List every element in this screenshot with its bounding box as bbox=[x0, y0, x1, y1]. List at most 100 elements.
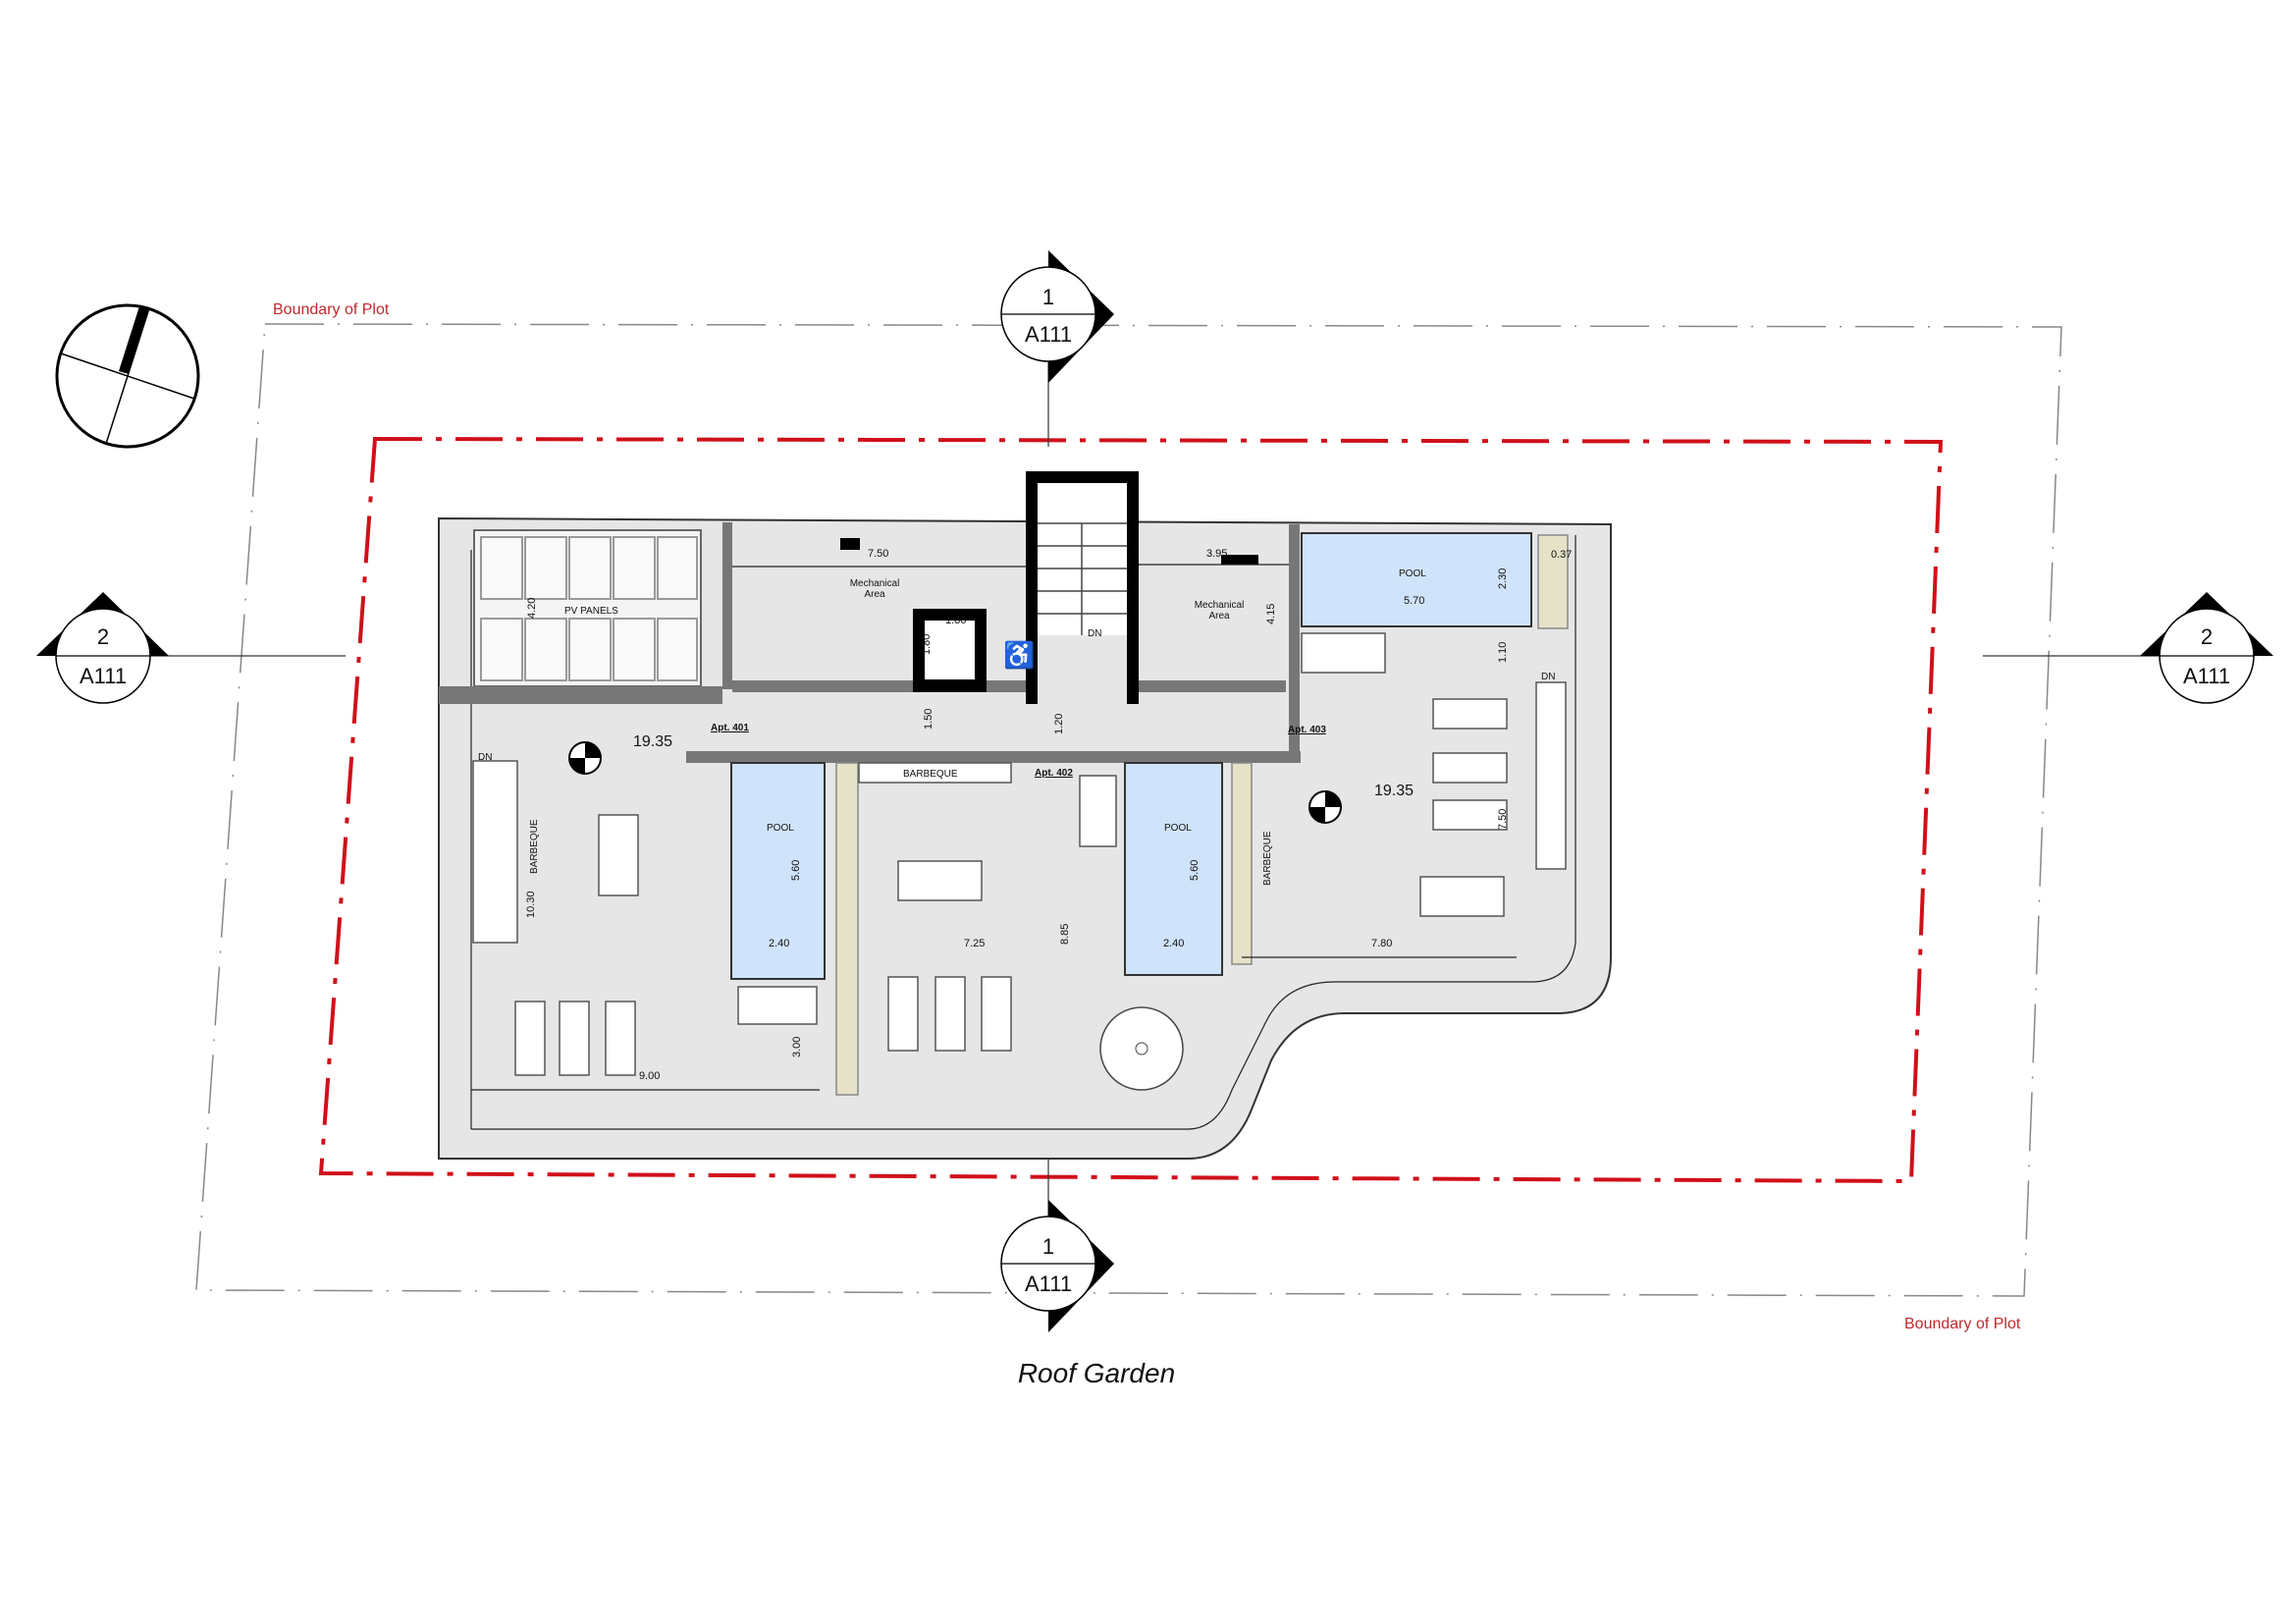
rect-shape bbox=[568, 618, 612, 681]
dimensions-d300: 3.00 bbox=[791, 1037, 803, 1057]
rect-shape bbox=[514, 1001, 546, 1076]
rect-shape bbox=[1289, 524, 1300, 760]
section-marker-top[interactable]: 1 A111 bbox=[1000, 250, 1114, 383]
labels-dn-core: DN bbox=[1088, 628, 1101, 639]
rect-shape bbox=[897, 860, 983, 901]
rect-shape bbox=[840, 538, 860, 550]
rect-shape bbox=[835, 762, 859, 1096]
labels-pool-mid: POOL bbox=[1164, 823, 1192, 834]
rect-shape bbox=[1139, 680, 1286, 692]
rect-shape bbox=[524, 536, 567, 600]
rect-shape bbox=[686, 751, 1301, 763]
labels-mech-area-2-1: Area bbox=[1208, 611, 1230, 622]
dimensions-d415: 4.15 bbox=[1265, 604, 1277, 624]
rect-shape bbox=[1127, 635, 1139, 704]
section-markers-top-sheet: A111 bbox=[1025, 322, 1072, 347]
rect-shape bbox=[1231, 762, 1253, 965]
path-shape bbox=[1309, 791, 1341, 823]
labels-pv-panels: PV PANELS bbox=[564, 606, 618, 617]
rect-shape bbox=[559, 1001, 590, 1076]
rect-shape bbox=[722, 522, 732, 689]
labels-mech-area-1-1: Area bbox=[864, 589, 885, 600]
dimensions-d037: 0.37 bbox=[1551, 549, 1572, 561]
dimensions-d180-v: 1.80 bbox=[921, 634, 933, 655]
apartment-401-label: Apt. 401 bbox=[711, 723, 749, 733]
apartment-403-label: Apt. 403 bbox=[1288, 725, 1326, 735]
labels-pool-left: POOL bbox=[767, 823, 794, 834]
setback-line bbox=[318, 436, 1944, 1184]
pool-top-right: POOL 5.70 2.30 0.37 1.10 bbox=[1301, 532, 1572, 674]
labels-barbeque-right: BARBEQUE bbox=[1262, 831, 1273, 886]
rect-shape bbox=[737, 986, 818, 1025]
rect-shape bbox=[1432, 698, 1508, 730]
section-markers-left-number: 2 bbox=[97, 624, 109, 649]
pool-middle: POOL 5.60 2.40 bbox=[1124, 762, 1223, 976]
dimensions-d570: 5.70 bbox=[1404, 595, 1424, 607]
path-shape bbox=[471, 535, 1576, 1130]
rect-shape bbox=[1221, 555, 1258, 565]
rect-shape bbox=[934, 976, 966, 1052]
dimensions-d560-l: 5.60 bbox=[790, 860, 802, 881]
rect-shape bbox=[1079, 775, 1117, 847]
dimensions-d120: 1.20 bbox=[1053, 714, 1065, 734]
rect-shape bbox=[925, 621, 975, 679]
rect-shape bbox=[657, 618, 698, 681]
section-marker-right[interactable]: 2 A111 bbox=[2140, 592, 2273, 704]
labels-level-left: 19.35 bbox=[633, 733, 672, 750]
rect-shape bbox=[1537, 534, 1569, 629]
dimensions-d395: 3.95 bbox=[1206, 548, 1227, 560]
rect-shape bbox=[887, 976, 919, 1052]
rect-shape bbox=[598, 814, 639, 896]
dimensions-d1030: 10.30 bbox=[525, 891, 537, 918]
dimensions-d150: 1.50 bbox=[923, 709, 934, 730]
section-marker-left[interactable]: 2 A111 bbox=[36, 592, 169, 704]
dimensions-d420: 4.20 bbox=[526, 598, 538, 619]
dimensions-d750-top: 7.50 bbox=[868, 548, 888, 560]
rect-shape bbox=[480, 618, 523, 681]
rect-shape bbox=[605, 1001, 636, 1076]
labels-pool-top: POOL bbox=[1399, 568, 1426, 579]
rect-shape bbox=[439, 686, 722, 704]
dimensions-d885: 8.85 bbox=[1059, 924, 1071, 945]
rect-shape bbox=[1301, 632, 1386, 674]
path-shape bbox=[569, 742, 601, 774]
g-shape bbox=[480, 536, 698, 681]
section-markers-bottom-number: 1 bbox=[1042, 1234, 1054, 1259]
g-shape bbox=[1038, 522, 1127, 635]
north-arrow-icon bbox=[55, 303, 200, 449]
boundary-label-bottom: Boundary of Plot bbox=[1904, 1316, 2021, 1332]
plot-boundary bbox=[195, 323, 2062, 1297]
rect-shape bbox=[730, 762, 826, 980]
rect-shape bbox=[524, 618, 567, 681]
labels-mech-area-2-0: Mechanical bbox=[1195, 600, 1245, 611]
rect-shape bbox=[1419, 876, 1505, 917]
rect-shape bbox=[858, 762, 1012, 784]
rect-shape bbox=[1432, 799, 1508, 831]
dimensions-d750-r: 7.50 bbox=[1497, 809, 1509, 830]
rect-shape bbox=[657, 536, 698, 600]
section-marker-bottom[interactable]: 1 A111 bbox=[1000, 1200, 1114, 1332]
boundary-label-top: Boundary of Plot bbox=[273, 301, 390, 318]
apartment-402-label: Apt. 402 bbox=[1035, 768, 1073, 779]
dimensions-d900: 9.00 bbox=[639, 1070, 660, 1082]
pv-panels: PV PANELS 4.20 bbox=[473, 529, 702, 687]
labels-dn-left: DN bbox=[478, 752, 492, 763]
accessible-icon: ♿ bbox=[1003, 640, 1035, 670]
spiral-stair bbox=[1099, 1006, 1184, 1091]
rect-shape bbox=[1535, 681, 1567, 870]
circle-shape bbox=[1099, 1006, 1184, 1091]
pool-left: POOL 5.60 2.40 3.00 bbox=[730, 762, 826, 1057]
rect-shape bbox=[1038, 635, 1127, 704]
circle-shape bbox=[1135, 1042, 1148, 1056]
section-markers-left-sheet: A111 bbox=[80, 664, 127, 688]
labels-dn-right: DN bbox=[1541, 672, 1555, 682]
dimensions-d110: 1.10 bbox=[1497, 642, 1509, 663]
rect-shape bbox=[568, 536, 612, 600]
polygon-shape bbox=[119, 306, 149, 374]
drawing-title: Roof Garden bbox=[1018, 1358, 1175, 1388]
labels-barbeque-mid: BARBEQUE bbox=[903, 769, 958, 780]
section-markers-right-number: 2 bbox=[2201, 624, 2213, 649]
dimensions-d560-m: 5.60 bbox=[1189, 860, 1201, 881]
rect-shape bbox=[613, 536, 656, 600]
